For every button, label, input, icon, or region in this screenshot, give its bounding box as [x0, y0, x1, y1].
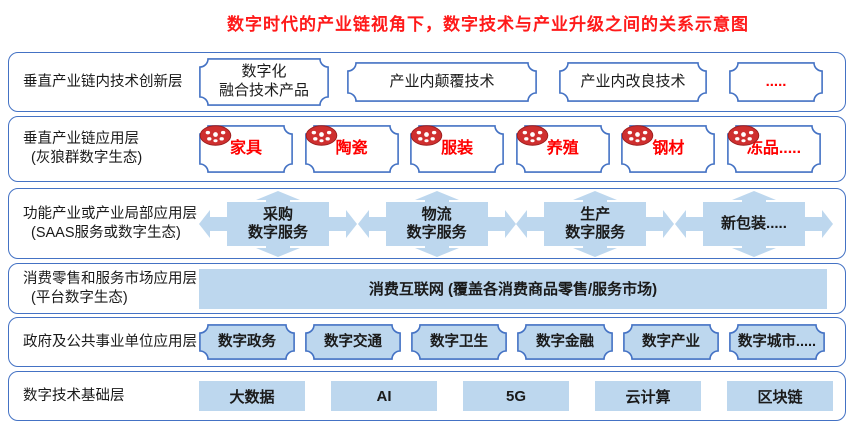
- service-logistics: 物流数字服务: [357, 190, 516, 257]
- service-procurement: 采购数字服务: [199, 190, 357, 257]
- layer-label-tech-base: 数字技术基础层: [23, 387, 125, 404]
- service-new-packaging: 新包装.....: [674, 190, 833, 257]
- box-industry-apparel: 服装: [410, 125, 505, 173]
- four-way-arrow-icon: [516, 190, 675, 257]
- box-disruptive-tech: 产业内颠覆技术: [347, 62, 537, 102]
- box-cloud-computing: 云计算: [595, 381, 701, 411]
- layer-content-tech-innovation: 数字化融合技术产品 产业内颠覆技术 产业内改良技术 .....: [199, 53, 845, 111]
- box-digital-health: 数字卫生: [411, 324, 507, 360]
- red-wheel-icon: [305, 125, 337, 146]
- red-wheel-icon: [516, 125, 549, 146]
- box-digital-finance: 数字金融: [517, 324, 613, 360]
- layer-label-vertical-application: 垂直产业链应用层 (灰狼群数字生态): [23, 131, 143, 166]
- layer-content-tech-base: 大数据 AI 5G 云计算 区块链: [199, 372, 845, 420]
- layer-content-vertical-application: 家具 陶瓷 服装 养殖 钢材 冻品.....: [199, 117, 845, 181]
- box-ellipsis: .....: [729, 62, 823, 102]
- box-improvement-tech: 产业内改良技术: [559, 62, 707, 102]
- red-wheel-icon: [199, 125, 232, 146]
- layer-tech-innovation: 垂直产业链内技术创新层 数字化融合技术产品 产业内颠覆技术 产业内改良技术 ..…: [8, 52, 846, 112]
- layer-content-government: 数字政务 数字交通 数字卫生 数字金融 数字产业 数字城市.....: [199, 318, 845, 366]
- layer-tech-base: 数字技术基础层 大数据 AI 5G 云计算 区块链: [8, 371, 846, 421]
- box-5g: 5G: [463, 381, 569, 411]
- layer-label-functional-saas: 功能产业或产业局部应用层 (SAAS服务或数字生态): [23, 205, 197, 241]
- layer-vertical-application: 垂直产业链应用层 (灰狼群数字生态) 家具 陶瓷 服装 养殖 钢材: [8, 116, 846, 182]
- red-wheel-icon: [622, 125, 654, 146]
- layer-label-tech-innovation: 垂直产业链内技术创新层: [23, 73, 183, 90]
- box-digital-government: 数字政务: [199, 324, 295, 360]
- red-wheel-icon: [727, 125, 760, 146]
- box-ai: AI: [331, 381, 437, 411]
- box-industry-breeding: 养殖: [515, 125, 610, 173]
- box-blockchain: 区块链: [727, 381, 833, 411]
- box-big-data: 大数据: [199, 381, 305, 411]
- box-industry-frozen-goods: 冻品.....: [727, 125, 821, 173]
- layer-functional-saas: 功能产业或产业局部应用层 (SAAS服务或数字生态) 采购数字服务 物流数字服务: [8, 188, 846, 259]
- red-wheel-icon: [410, 125, 443, 146]
- layer-consumer-retail: 消费零售和服务市场应用层 (平台数字生态) 消费互联网 (覆盖各消费商品零售/服…: [8, 263, 846, 314]
- box-digital-transport: 数字交通: [305, 324, 401, 360]
- four-way-arrow-icon: [199, 190, 357, 257]
- box-digital-fusion-products: 数字化融合技术产品: [199, 58, 329, 106]
- box-industry-ceramics: 陶瓷: [304, 125, 399, 173]
- box-industry-steel: 钢材: [621, 125, 716, 173]
- layer-label-consumer-retail: 消费零售和服务市场应用层 (平台数字生态): [23, 270, 197, 306]
- consumer-internet-banner: 消费互联网 (覆盖各消费商品零售/服务市场): [199, 268, 827, 309]
- layer-content-consumer-retail: 消费互联网 (覆盖各消费商品零售/服务市场): [199, 264, 845, 313]
- box-industry-furniture: 家具: [199, 125, 293, 173]
- service-production: 生产数字服务: [516, 190, 675, 257]
- layer-label-government: 政府及公共事业单位应用层: [23, 333, 197, 350]
- diagram-title: 数字时代的产业链视角下，数字技术与产业升级之间的关系示意图: [227, 15, 749, 34]
- four-way-arrow-icon: [674, 190, 833, 257]
- box-digital-industry: 数字产业: [623, 324, 719, 360]
- box-digital-city: 数字城市.....: [729, 324, 825, 360]
- four-way-arrow-icon: [357, 190, 516, 257]
- layer-government: 政府及公共事业单位应用层 数字政务 数字交通 数字卫生 数字金融 数字产业 数字…: [8, 317, 846, 367]
- layer-content-functional-saas: 采购数字服务 物流数字服务 生产数字服务: [199, 189, 845, 258]
